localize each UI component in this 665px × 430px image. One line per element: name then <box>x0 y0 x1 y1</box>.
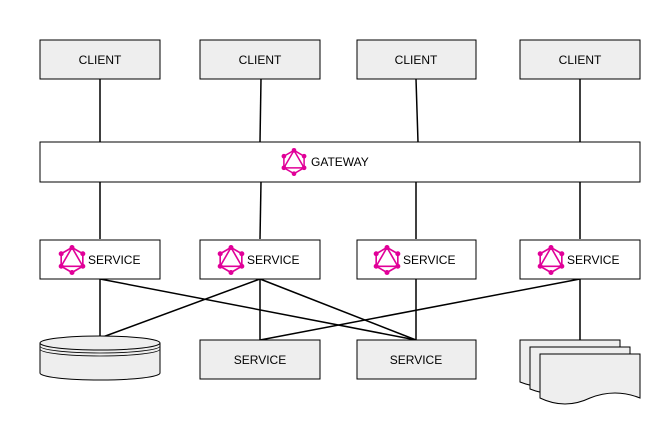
edge-client-2-gateway <box>259 78 262 143</box>
service-label-3: SERVICE <box>403 253 455 267</box>
edge-service-2-backend-service-2 <box>259 278 417 341</box>
multi-document-icon <box>519 339 641 405</box>
service-label-2: SERVICE <box>247 253 299 267</box>
edge-service-4-backend-service-1 <box>259 278 581 341</box>
backend-service-label-1: SERVICE <box>234 353 286 367</box>
backend-service-label-2: SERVICE <box>390 353 442 367</box>
gateway-box: GATEWAY <box>39 141 641 183</box>
service-box-2: SERVICE <box>199 239 321 280</box>
client-label-1: CLIENT <box>79 53 122 67</box>
service-box-1: SERVICE <box>39 239 161 280</box>
edge-client-3-gateway <box>415 78 419 143</box>
database-cylinder-icon <box>39 335 161 381</box>
connector-lines <box>99 78 581 345</box>
backend-service-box-1: SERVICE <box>199 339 321 380</box>
edge-gateway-service-2 <box>259 181 262 240</box>
edge-service-2-database <box>99 278 261 339</box>
service-label-1: SERVICE <box>88 253 140 267</box>
service-label-4: SERVICE <box>567 253 619 267</box>
client-box-2: CLIENT <box>199 39 321 80</box>
edge-service-1-backend-service-2 <box>99 278 417 341</box>
gateway-label: GATEWAY <box>311 155 369 169</box>
client-box-3: CLIENT <box>356 39 477 80</box>
client-box-1: CLIENT <box>39 39 161 80</box>
client-label-3: CLIENT <box>395 53 438 67</box>
backend-service-box-2: SERVICE <box>356 339 477 380</box>
client-box-4: CLIENT <box>519 39 641 80</box>
service-box-3: SERVICE <box>356 239 477 280</box>
service-box-4: SERVICE <box>519 239 641 280</box>
client-label-4: CLIENT <box>559 53 602 67</box>
client-label-2: CLIENT <box>239 53 282 67</box>
